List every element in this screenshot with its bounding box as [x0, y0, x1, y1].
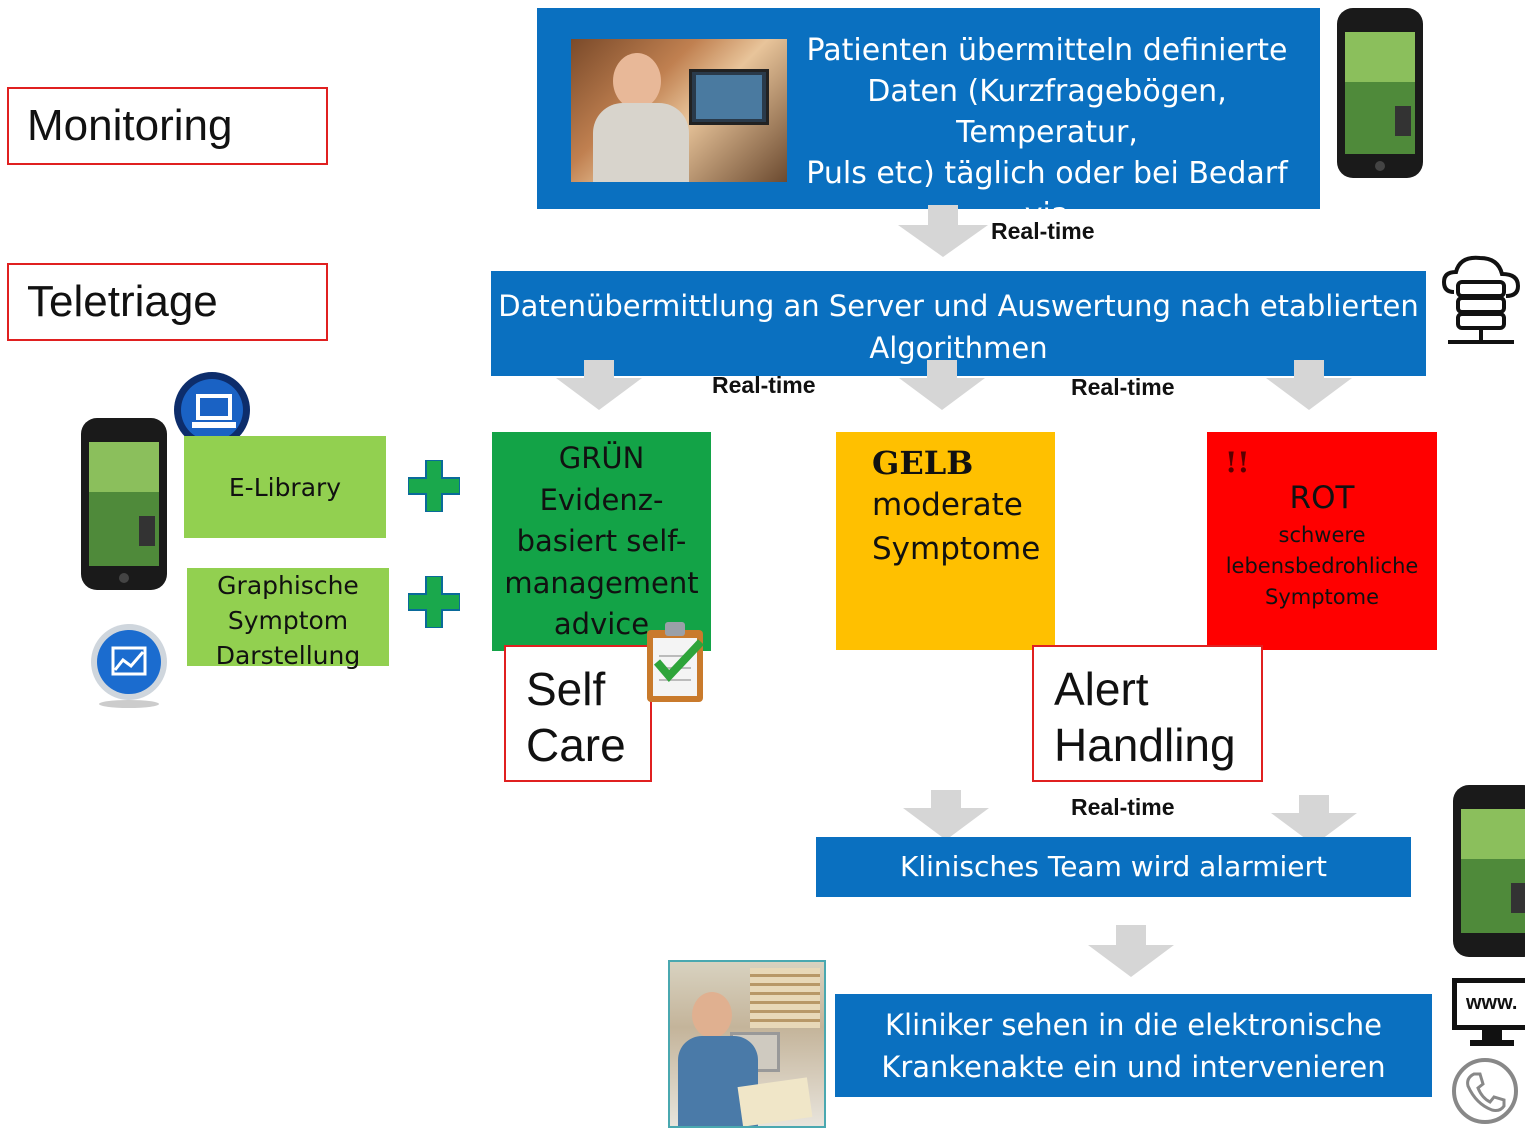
smartphone-icon — [1335, 6, 1425, 180]
realtime-label-4: Real-time — [1071, 794, 1175, 820]
plus-icon-1 — [408, 460, 460, 512]
web-monitor-icon: www. — [1452, 978, 1525, 1056]
self-care-label: Self Care — [504, 645, 652, 782]
monitoring-text: Monitoring — [27, 101, 233, 150]
alert-handling-text-1: Alert — [1054, 663, 1149, 715]
self-care-text-2: Care — [526, 719, 626, 771]
green-text-line-3: basiert self- — [516, 524, 687, 558]
green-text-line-2: Evidenz- — [539, 482, 664, 517]
patient-text-line-2: Daten (Kurzfragebögen, Temperatur, — [867, 74, 1227, 150]
realtime-label-3: Real-time — [1071, 374, 1175, 400]
red-title: ROT — [1289, 480, 1355, 516]
graph-icon — [89, 622, 169, 710]
patient-text-line-1: Patienten übermitteln definierte — [806, 33, 1288, 68]
alert-handling-text-2: Handling — [1054, 719, 1236, 771]
clipboard-check-icon — [643, 616, 707, 704]
graph-text-line-3: Darstellung — [215, 641, 361, 670]
self-care-text-1: Self — [526, 663, 606, 715]
smartphone-right-icon — [1451, 783, 1525, 959]
teletriage-text: Teletriage — [27, 277, 218, 326]
team-alert-text: Klinisches Team wird alarmiert — [899, 850, 1328, 883]
green-box: GRÜN Evidenz- basiert self- management a… — [492, 432, 711, 651]
red-text-line-2: lebensbedrohliche — [1225, 554, 1419, 578]
green-text-line-1: GRÜN — [558, 441, 645, 475]
red-box: !! ROT schwere lebensbedrohliche Symptom… — [1207, 432, 1437, 650]
plus-icon-2 — [408, 576, 460, 628]
yellow-text-line-2: Symptome — [872, 531, 1041, 567]
patient-text-line-4: Smartphone oder Sensoren — [841, 238, 1253, 273]
alert-handling-label: Alert Handling — [1032, 645, 1263, 782]
teletriage-label: Teletriage — [7, 263, 328, 341]
realtime-label-2: Real-time — [712, 372, 816, 398]
e-library-text: E-Library — [228, 472, 342, 502]
patient-text-line-3: Puls etc) täglich oder bei Bedarf via — [806, 156, 1288, 232]
realtime-label-1: Real-time — [991, 218, 1095, 244]
patient-data-box: Patienten übermitteln definierte Daten (… — [537, 8, 1320, 273]
yellow-box: GELB moderate Symptome — [836, 432, 1055, 650]
green-text-line-5: advice — [553, 607, 650, 641]
red-exclamation-marks: !! — [1225, 446, 1250, 479]
clinician-photo — [668, 960, 826, 1128]
graph-text-line-1: Graphische — [217, 571, 359, 600]
red-text-line-3: Symptome — [1264, 585, 1379, 609]
red-text-line-1: schwere — [1278, 523, 1366, 547]
green-text-line-4: management — [504, 565, 699, 600]
yellow-title: GELB — [872, 444, 974, 482]
monitoring-label: Monitoring — [7, 87, 328, 165]
e-library-icon — [172, 370, 252, 450]
www-text: www. — [1466, 992, 1518, 1014]
phone-call-icon — [1450, 1056, 1520, 1126]
smartphone-left-icon — [79, 416, 169, 592]
graph-box: Graphische Symptom Darstellung — [187, 568, 389, 670]
graph-text-line-2: Symptom — [227, 606, 349, 635]
kliniker-text-line-1: Kliniker sehen in die elektronische — [885, 1008, 1382, 1042]
team-alert-box: Klinisches Team wird alarmiert — [816, 837, 1411, 897]
patient-photo — [571, 39, 787, 182]
server-text-line-2: Algorithmen — [869, 331, 1048, 365]
e-library-box: E-Library — [184, 436, 386, 538]
server-box: Datenübermittlung an Server und Auswertu… — [491, 271, 1426, 376]
server-text-line-1: Datenübermittlung an Server und Auswertu… — [498, 289, 1419, 323]
kliniker-box: Kliniker sehen in die elektronische Kran… — [835, 994, 1432, 1097]
cloud-server-icon — [1436, 252, 1525, 354]
yellow-text-line-1: moderate — [872, 487, 1023, 523]
kliniker-text-line-2: Krankenakte ein und intervenieren — [881, 1050, 1386, 1084]
